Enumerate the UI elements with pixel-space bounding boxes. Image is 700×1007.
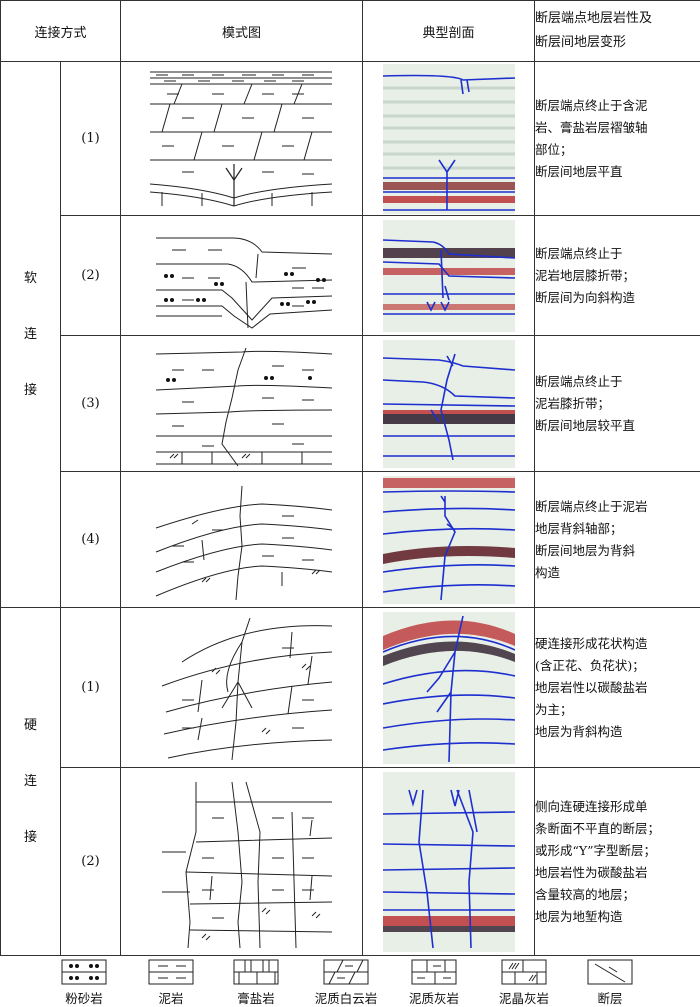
category-char: 硬 [23, 717, 37, 733]
model-diagram [120, 767, 364, 956]
table-row: (2) [1, 767, 700, 956]
seismic-section [362, 215, 536, 336]
header-description: 断层端点地层岩性及 断层间地层变形 [534, 0, 700, 62]
model-diagram [120, 61, 364, 216]
desc-line: 断层间地层较平直 [535, 417, 636, 433]
model-diagram [120, 471, 364, 608]
desc-line: 地层背斜轴部； [535, 520, 623, 536]
row-description: 断层端点终止于 泥岩膝折带； 断层间地层较平直 [534, 335, 700, 472]
micritic-limestone-symbol [501, 959, 547, 985]
legend-item-argillaceous-limestone: 泥质灰岩 [396, 959, 472, 1007]
category-char: 软 [23, 270, 37, 286]
seismic-section [362, 767, 536, 956]
legend-item-argillaceous-dolomite: 泥质白云岩 [308, 959, 384, 1007]
siltstone-symbol [61, 959, 107, 985]
category-char: 接 [23, 382, 37, 398]
row-number: (2) [59, 215, 122, 336]
gypsum-salt-symbol [233, 959, 279, 985]
argillaceous-limestone-symbol [411, 959, 457, 985]
row-number: (1) [59, 607, 122, 768]
desc-line: 侧向连硬连接形成单 [535, 798, 648, 814]
legend-item-fault: 断层 [572, 959, 648, 1007]
legend-label: 膏盐岩 [237, 991, 275, 1006]
desc-line: 地层岩性以碳酸盐岩 [535, 679, 648, 695]
seismic-section [362, 335, 536, 472]
desc-line: 泥岩膝折带； [535, 395, 611, 411]
legend-item-mudstone: 泥岩 [133, 959, 209, 1007]
legend-label: 泥岩 [158, 991, 184, 1006]
desc-line: 地层岩性为碳酸盐岩 [535, 864, 648, 880]
desc-line: 含量较高的地层； [535, 886, 636, 902]
row-number: (3) [59, 335, 122, 472]
header-section: 典型剖面 [362, 0, 536, 62]
category-hard: 硬 连 接 [0, 607, 61, 956]
row-number: (2) [59, 767, 122, 956]
legend-label: 泥质灰岩 [408, 991, 459, 1006]
category-char: 接 [23, 829, 37, 845]
desc-line: 断层间为向斜构造 [535, 289, 636, 305]
header-desc-line1: 断层端点地层岩性及 [535, 11, 653, 26]
desc-line: 硬连接形成花状构造 [535, 635, 648, 651]
category-char: 连 [23, 326, 37, 342]
desc-line: 构造 [535, 564, 561, 580]
desc-line: 地层为背斜构造 [535, 723, 623, 739]
table-row: (2) [1, 215, 700, 336]
desc-line: 断层端点终止于 [535, 373, 623, 389]
desc-line: 泥岩地层膝折带； [535, 267, 636, 283]
row-description: 侧向连硬连接形成单 条断面不平直的断层； 或形成“Y”字型断层； 地层岩性为碳酸… [534, 767, 700, 956]
legend-item-micritic-limestone: 泥晶灰岩 [486, 959, 562, 1007]
row-number: (1) [59, 61, 122, 216]
legend-label: 断层 [597, 991, 623, 1006]
header-model: 模式图 [120, 0, 364, 62]
category-soft: 软 连 接 [0, 61, 61, 608]
desc-line: 断层端点终止于 [535, 245, 623, 261]
legend-label: 粉砂岩 [65, 991, 103, 1006]
desc-line: 断层间地层平直 [535, 163, 623, 179]
model-diagram [120, 607, 364, 768]
row-description: 断层端点终止于泥岩 地层背斜轴部； 断层间地层为背斜 构造 [534, 471, 700, 608]
seismic-section [362, 61, 536, 216]
table-row: 硬 连 接 (1) [0, 607, 700, 956]
desc-line: 部位； [535, 141, 573, 157]
mudstone-symbol [148, 959, 194, 985]
desc-line: 条断面不平直的断层； [535, 820, 661, 836]
desc-line: 断层间地层为背斜 [535, 542, 636, 558]
table-row: 软 连 接 (1) [0, 61, 700, 608]
fault-connection-table: 连接方式 模式图 典型剖面 断层端点地层岩性及 断层间地层变形 软 连 接 (1… [0, 0, 700, 956]
row-description: 硬连接形成花状构造 (含正花、负花状)； 地层岩性以碳酸盐岩 为主； 地层为背斜… [534, 607, 700, 768]
header-row: 连接方式 模式图 典型剖面 断层端点地层岩性及 断层间地层变形 [0, 0, 700, 62]
model-diagram [120, 215, 364, 336]
desc-line: 为主； [535, 701, 573, 717]
row-description: 断层端点终止于 泥岩地层膝折带； 断层间为向斜构造 [534, 215, 700, 336]
category-char: 连 [23, 773, 37, 789]
row-number: (4) [59, 471, 122, 608]
desc-line: 或形成“Y”字型断层； [535, 842, 657, 858]
desc-line: 岩、膏盐岩层褶皱轴 [535, 119, 648, 135]
row-description: 断层端点终止于含泥 岩、膏盐岩层褶皱轴 部位； 断层间地层平直 [534, 61, 700, 216]
legend: 粉砂岩 泥岩 膏盐岩 泥质白云岩 泥质灰岩 泥晶灰岩 断层 [0, 955, 700, 1007]
argillaceous-dolomite-symbol [323, 959, 369, 985]
legend-item-siltstone: 粉砂岩 [46, 959, 122, 1007]
desc-line: (含正花、负花状)； [535, 657, 645, 673]
legend-label: 泥质白云岩 [314, 991, 378, 1006]
legend-item-gypsum-salt: 膏盐岩 [218, 959, 294, 1007]
model-diagram [120, 335, 364, 472]
legend-label: 泥晶灰岩 [498, 991, 549, 1006]
desc-line: 断层端点终止于泥岩 [535, 498, 648, 514]
table-row: (3) [1, 335, 700, 472]
header-connection: 连接方式 [0, 0, 122, 62]
seismic-section [362, 471, 536, 608]
desc-line: 地层为地堑构造 [535, 908, 623, 924]
fault-symbol [587, 959, 633, 985]
table-row: (4) [1, 471, 700, 608]
seismic-section [362, 607, 536, 768]
desc-line: 断层端点终止于含泥 [535, 97, 648, 113]
header-desc-line2: 断层间地层变形 [535, 35, 627, 50]
